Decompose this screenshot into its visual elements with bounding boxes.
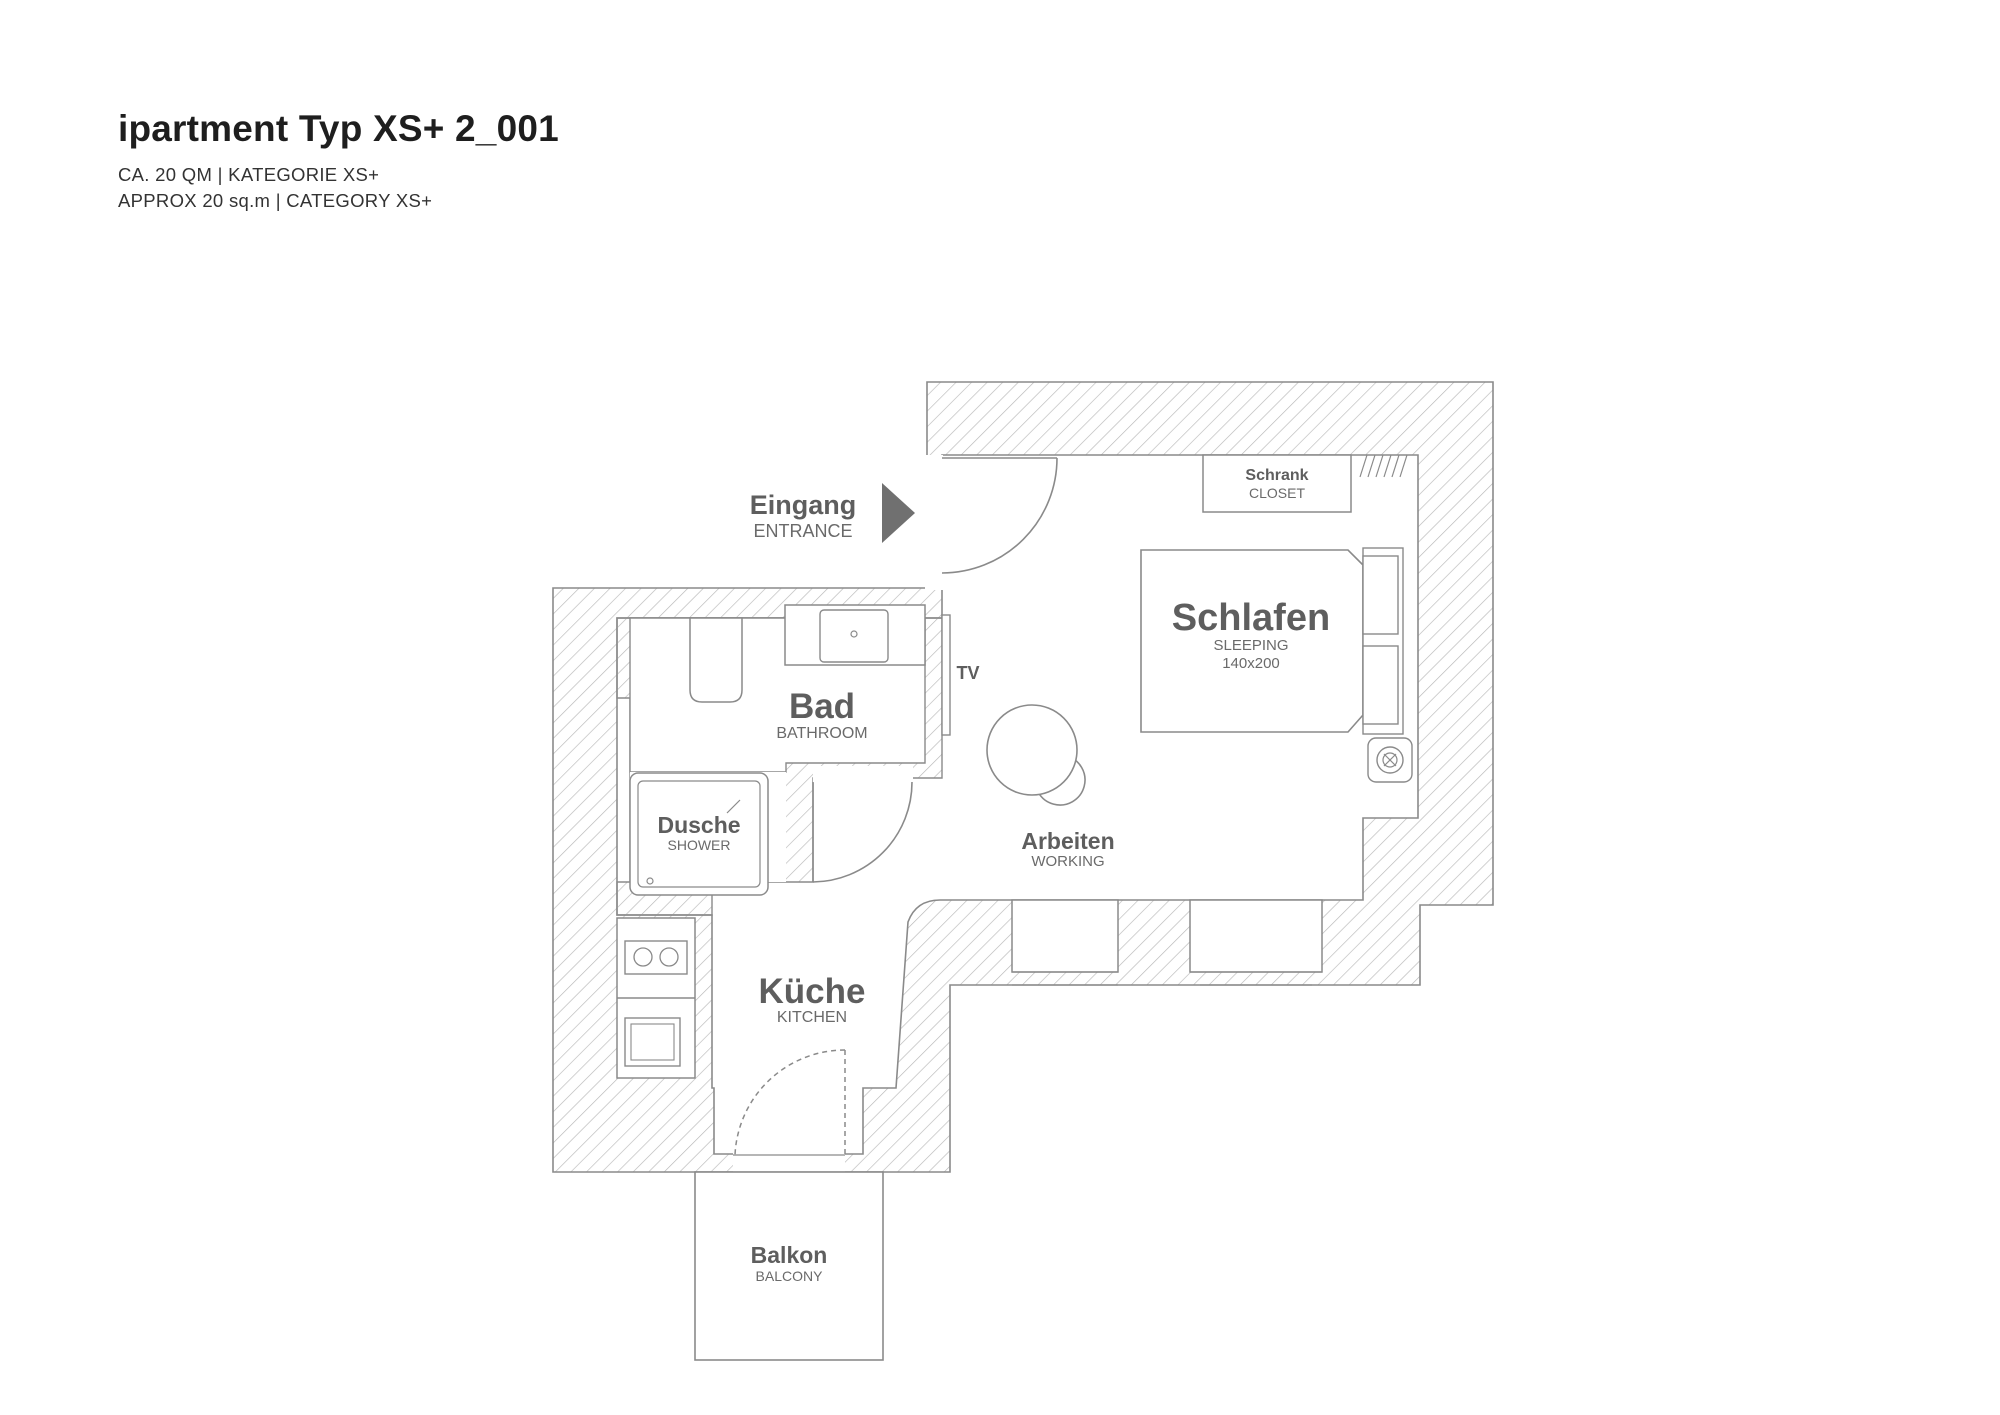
hob-burner-right-icon <box>659 947 679 967</box>
hob-burner-left-icon <box>633 947 653 967</box>
pillow-top <box>1362 555 1399 635</box>
sleeping-label-de: Schlafen <box>1172 597 1330 639</box>
fixture-outer-icon <box>1376 746 1404 774</box>
closet-label-de: Schrank <box>1245 467 1308 484</box>
entrance-opening <box>925 455 943 590</box>
closet-label-en: CLOSET <box>1249 485 1305 501</box>
kitchen-label-en: KITCHEN <box>777 1009 847 1026</box>
toilet-icon <box>689 617 743 703</box>
shower-label-en: SHOWER <box>668 837 731 853</box>
bathroom-door-swing <box>812 781 913 883</box>
bathroom-label-de: Bad <box>789 687 855 726</box>
bathroom-label-en: BATHROOM <box>776 725 867 742</box>
balcony-label-en: BALCONY <box>756 1268 824 1284</box>
closet <box>1202 454 1352 513</box>
window-left <box>1011 899 1119 973</box>
shower-inner <box>637 780 761 888</box>
desk-round-table <box>986 704 1078 796</box>
tv-label: TV <box>956 663 979 683</box>
shower-drain-icon <box>646 877 654 885</box>
entrance-door-swing <box>941 457 1058 574</box>
plan-area-de: CA. 20 QM | KATEGORIE XS+ <box>118 164 380 185</box>
fixture-inner-icon <box>1382 752 1398 768</box>
tv-screen <box>941 614 951 736</box>
balcony-door-swing <box>734 1049 846 1156</box>
working-label-de: Arbeiten <box>1021 828 1114 854</box>
hanger-rail-icon <box>1359 454 1408 478</box>
plan-header: ipartment Typ XS+ 2_001 CA. 20 QM | KATE… <box>118 108 559 212</box>
plan-title: ipartment Typ XS+ 2_001 <box>118 108 559 149</box>
entrance-label-en: ENTRANCE <box>753 521 852 541</box>
balcony <box>694 1171 884 1361</box>
sink-basin-icon <box>819 609 889 663</box>
sleeping-label-en: SLEEPING <box>1213 637 1288 654</box>
window-right <box>1189 899 1323 973</box>
shower-tray <box>629 772 769 896</box>
working-label-en: WORKING <box>1031 853 1104 870</box>
balcony-label-de: Balkon <box>751 1242 828 1268</box>
balcony-door-opening <box>733 1152 845 1174</box>
plan-area-en: APPROX 20 sq.m | CATEGORY XS+ <box>118 190 433 211</box>
shower-label-de: Dusche <box>657 812 740 838</box>
bed-size-label: 140x200 <box>1222 655 1280 672</box>
hob-icon <box>624 940 688 975</box>
sink-drain-icon <box>850 630 858 638</box>
pillow-bottom <box>1362 645 1399 725</box>
entrance-label-de: Eingang <box>750 490 857 520</box>
entrance-arrow-icon <box>882 483 915 543</box>
bathroom-door-opening <box>813 766 913 783</box>
kitchen-label-de: Küche <box>759 972 866 1011</box>
kitchen-sink-icon <box>624 1017 681 1067</box>
